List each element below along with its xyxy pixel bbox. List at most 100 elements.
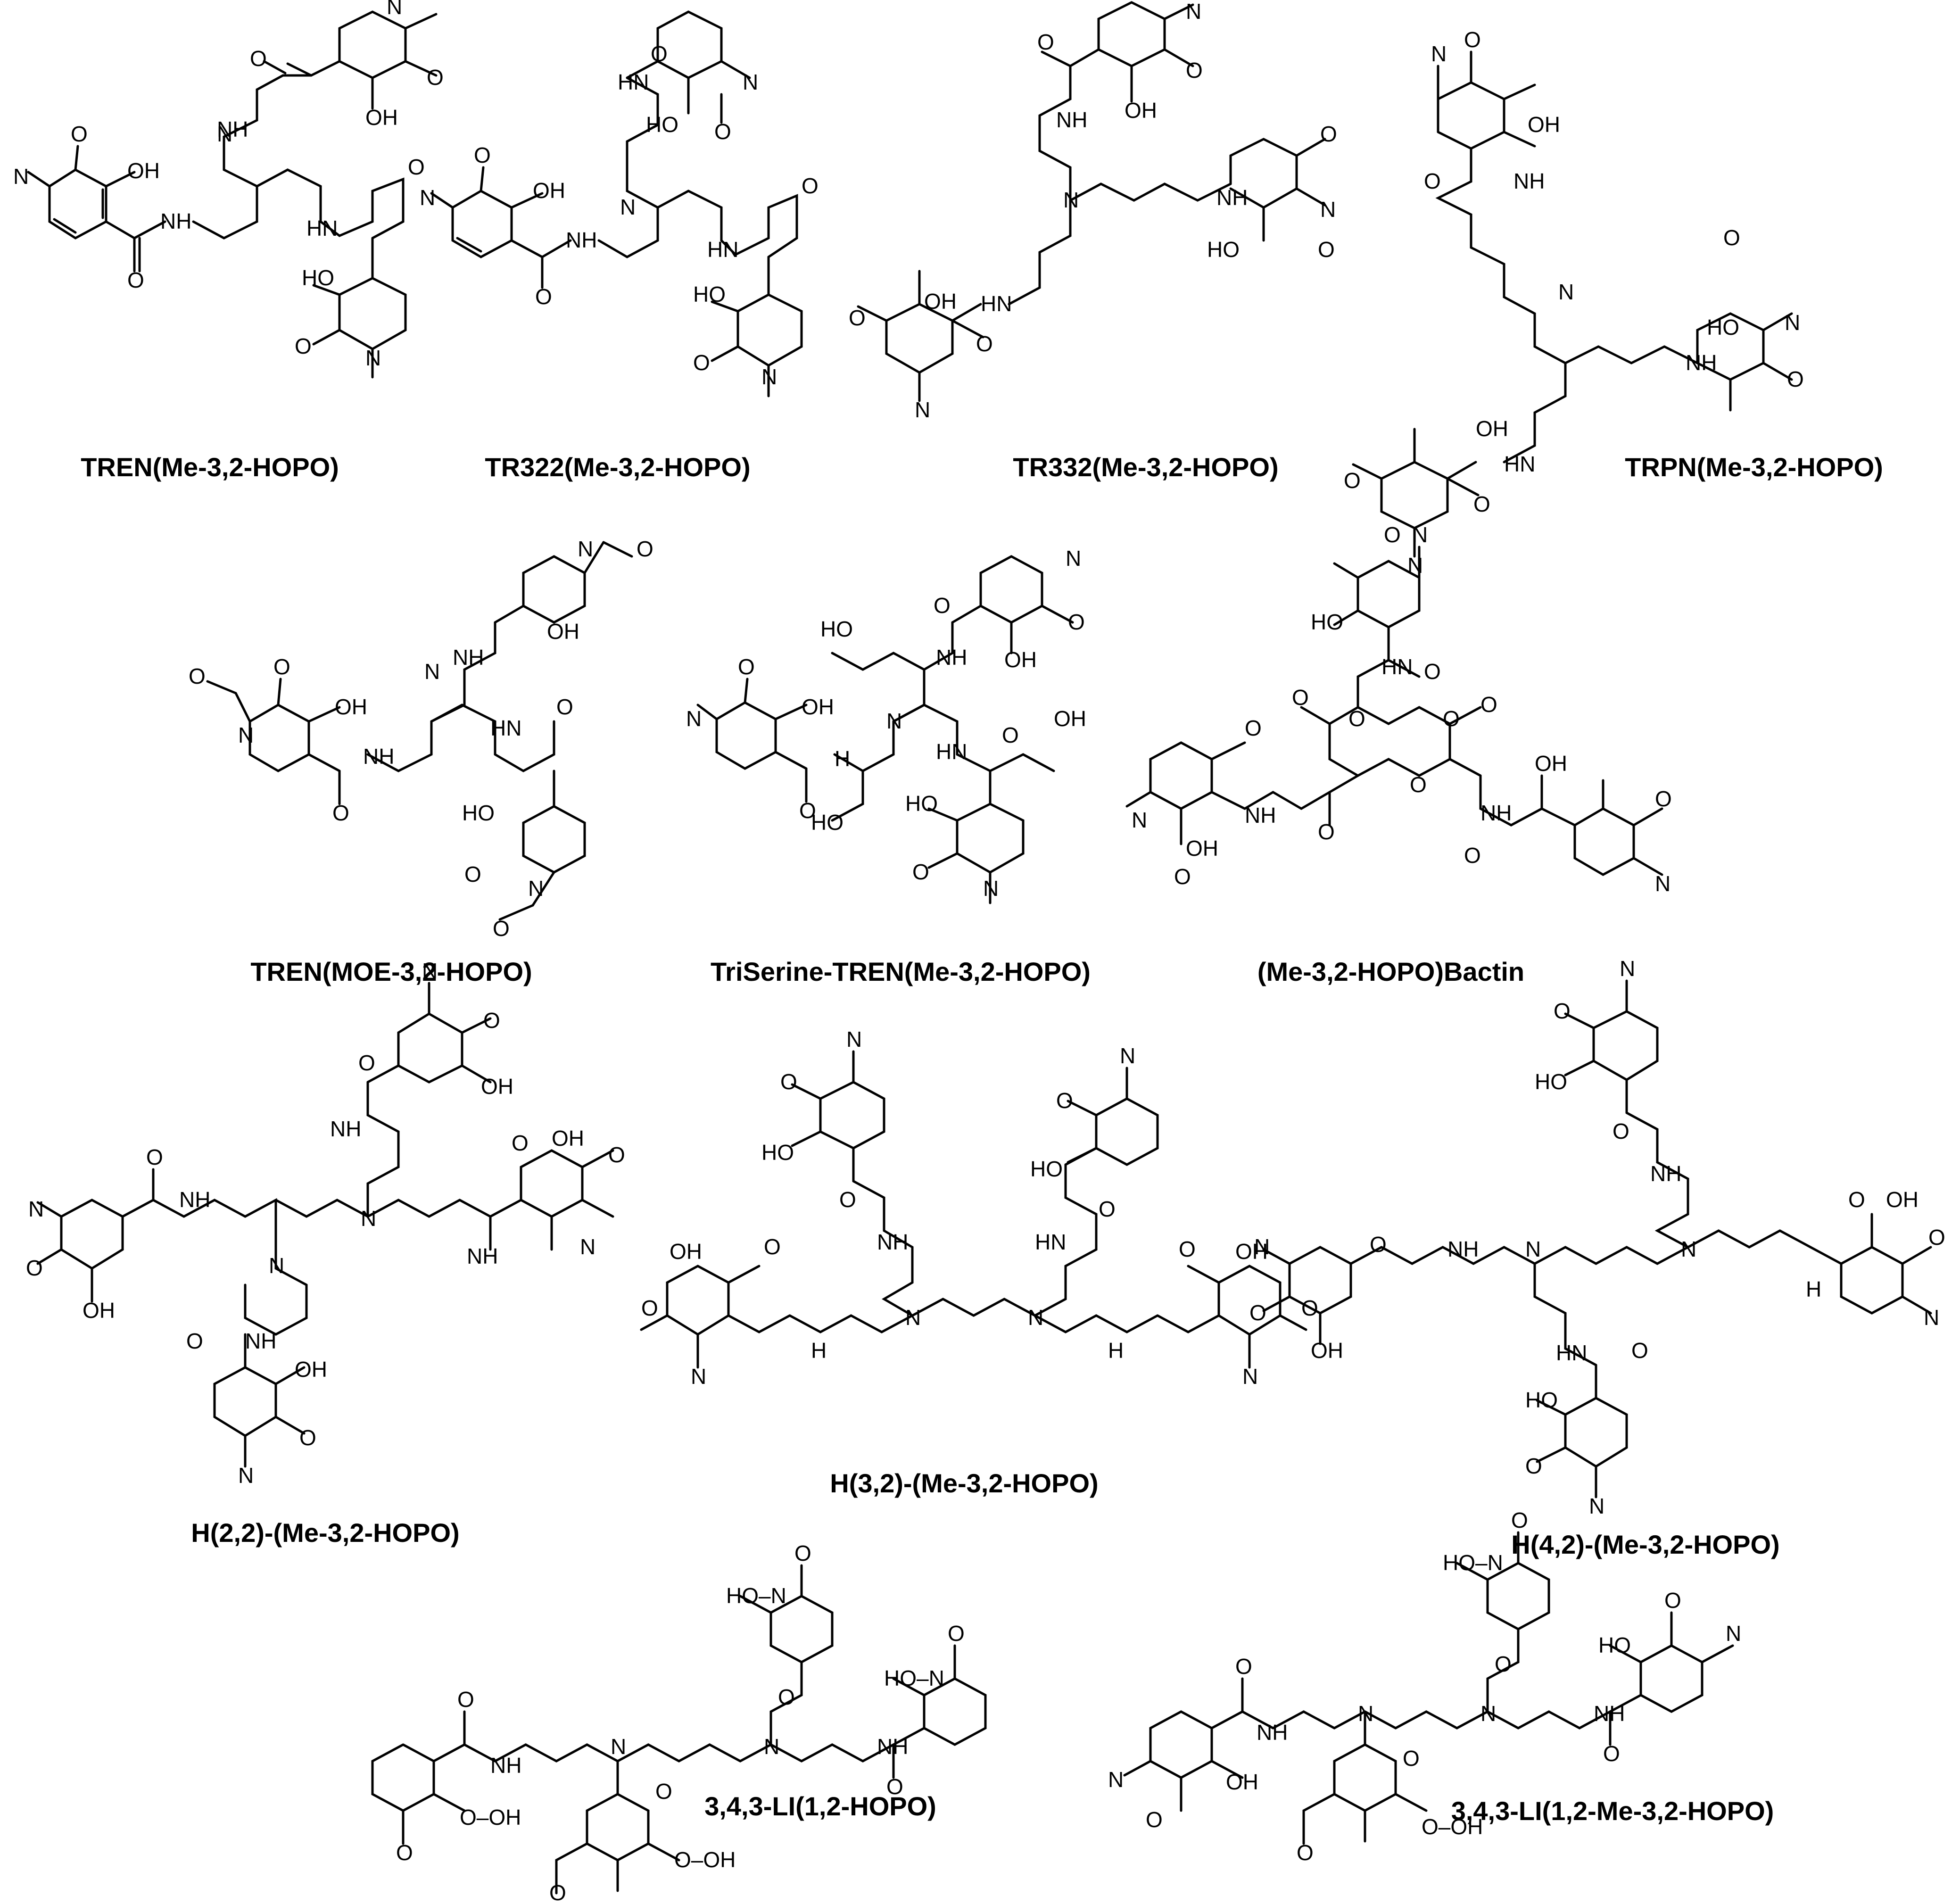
atom-label: NH: [490, 1753, 521, 1778]
atom-label: N: [743, 70, 758, 94]
caption-h22-me-hopo: H(2,2)-(Me-3,2-HOPO): [191, 1518, 459, 1548]
atom-label: N: [1120, 1043, 1135, 1068]
atom-label: O: [608, 1142, 625, 1167]
atom-label: O: [1056, 1088, 1073, 1113]
atom-label: O: [780, 1069, 797, 1094]
atom-label: N: [846, 1027, 862, 1051]
atom-label: O: [1848, 1187, 1865, 1212]
atom-label: HO: [302, 265, 334, 290]
atom-label: HO–N: [726, 1583, 786, 1608]
atom-label: NH: [877, 1734, 908, 1759]
atom-label: HO: [1030, 1157, 1063, 1181]
atom-label: HN: [981, 291, 1012, 316]
atom-label: OH: [1125, 98, 1157, 123]
atom-label: O: [839, 1187, 856, 1212]
atom-label: O: [1370, 1232, 1387, 1257]
atom-label: O: [976, 331, 993, 356]
atom-label: H: [1108, 1338, 1124, 1363]
atom-label: N: [387, 0, 402, 19]
atom-label: O: [1525, 1454, 1542, 1478]
structure-tren-me-hopo: N O OH O NH N NH N O OH O HN O HO O N: [13, 0, 444, 379]
structure-me-hopo-bactin: O N HO HN O O O O O O O O NH N OH O NH O…: [1125, 522, 1672, 896]
caption-tr322-me-hopo: TR322(Me-3,2-HOPO): [485, 452, 750, 482]
atom-label: O: [1320, 122, 1337, 146]
atom-label: N: [1726, 1621, 1741, 1646]
atom-label: NH: [566, 228, 597, 252]
atom-label: O: [1099, 1197, 1116, 1221]
atom-label: NH: [1513, 169, 1545, 193]
atom-label: HO: [1207, 237, 1240, 262]
atom-label: OH: [365, 105, 398, 130]
atom-label: N: [528, 876, 544, 901]
caption-tren-me-hopo: TREN(Me-3,2-HOPO): [81, 452, 339, 482]
atom-label: O: [1186, 58, 1203, 83]
atom-label: OH: [670, 1239, 702, 1264]
caption-343-li-12-hopo: 3,4,3-LI(1,2-HOPO): [704, 1791, 936, 1821]
atom-label: O: [1249, 1300, 1266, 1325]
atom-label: HN: [306, 216, 338, 240]
atom-label: HO: [761, 1140, 794, 1165]
atom-label: O: [1443, 706, 1460, 731]
atom-label: O: [457, 1687, 474, 1712]
atom-label: HO–N: [884, 1666, 944, 1690]
caption-triserine-tren-me-hopo: TriSerine-TREN(Me-3,2-HOPO): [711, 957, 1091, 986]
atom-label: O: [1348, 706, 1365, 731]
atom-label: N: [1063, 188, 1079, 212]
atom-label: HN: [1504, 452, 1535, 476]
atom-label: O: [1344, 468, 1361, 493]
atom-label: O: [408, 155, 425, 179]
atom-label: O: [1473, 492, 1490, 516]
atom-label: OH: [802, 695, 834, 719]
atom-label: N: [691, 1364, 706, 1389]
atom-label: NH: [179, 1187, 210, 1212]
structure-h32-me-hopo: N O HO O NH N N HN O N O HO OH O H O N H…: [640, 1027, 1318, 1389]
atom-label: O: [186, 1329, 203, 1353]
atom-label: OH: [481, 1074, 513, 1099]
atom-label: O–OH: [460, 1805, 521, 1829]
atom-label: HO: [1707, 315, 1739, 339]
atom-label: O–OH: [674, 1847, 736, 1872]
atom-label: NH: [936, 645, 967, 670]
atom-label: O: [1424, 169, 1441, 193]
atom-label: OH: [1226, 1770, 1258, 1794]
atom-label: HO: [1598, 1633, 1631, 1657]
atom-label: OH: [1535, 751, 1567, 776]
atom-label: O: [1297, 1840, 1314, 1865]
atom-label: O: [1631, 1338, 1648, 1363]
atom-label: NH: [467, 1244, 498, 1268]
atom-label: O: [799, 798, 816, 823]
atom-label: HO: [811, 810, 844, 835]
structure-343-li-12-hopo: O NH O O–OH N N HO–N O O NH O HO–N O O O…: [371, 1541, 987, 1904]
atom-label: N: [886, 709, 902, 733]
atom-label: OH: [1476, 416, 1508, 441]
atom-label: OH: [1886, 1187, 1919, 1212]
atom-label: N: [1785, 310, 1800, 335]
atom-label: NH: [1650, 1161, 1681, 1186]
atom-label: O: [1723, 225, 1740, 250]
atom-label: O–OH: [1422, 1814, 1483, 1839]
atom-label: O: [1174, 864, 1191, 889]
structure-trpn-me-hopo: N O OH O NH N NH O HO N O OH HN O O N: [1344, 27, 1804, 578]
atom-label: O: [1787, 367, 1804, 391]
atom-label: O: [483, 1008, 500, 1033]
atom-label: O: [655, 1779, 672, 1804]
atom-label: O: [1318, 237, 1335, 262]
atom-label: O: [1603, 1741, 1620, 1766]
atom-label: O: [651, 41, 668, 66]
atom-label: O: [535, 284, 552, 309]
atom-label: NH: [217, 117, 248, 141]
atom-label: OH: [1004, 647, 1037, 672]
atom-label: O: [738, 654, 755, 679]
atom-label: O: [1002, 723, 1019, 747]
atom-label: HO: [693, 282, 726, 306]
atom-label: OH: [924, 289, 957, 314]
atom-label: NH: [1245, 803, 1276, 828]
atom-label: NH: [1594, 1701, 1625, 1726]
atom-label: HN: [618, 70, 649, 94]
atom-label: O: [512, 1131, 529, 1155]
atom-label: O: [1495, 1652, 1512, 1676]
atom-label: N: [905, 1305, 921, 1330]
atom-label: N: [217, 122, 232, 146]
atom-label: OH: [1235, 1239, 1268, 1264]
atom-label: O: [912, 860, 929, 884]
